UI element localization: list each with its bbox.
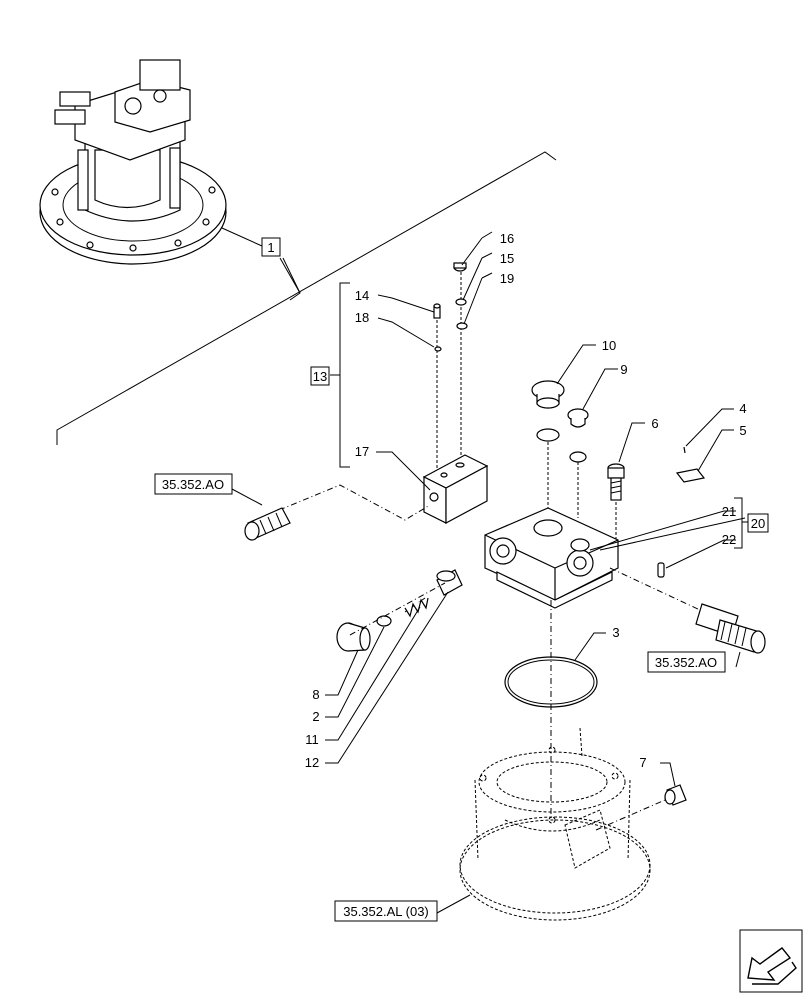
callout-10: 10 xyxy=(602,338,616,353)
swing-motor-assembly-overview xyxy=(39,59,227,265)
hose-fitting-right xyxy=(695,603,766,654)
part-6-bolt xyxy=(607,463,625,501)
part-21-valve-housing xyxy=(484,507,619,609)
callout-6: 6 xyxy=(651,416,658,431)
callout-2: 2 xyxy=(312,709,319,724)
part-18-ring xyxy=(434,346,442,352)
reference-label-ao-right: 35.352.AO xyxy=(655,655,717,670)
callout-11: 11 xyxy=(305,732,319,747)
part-14-screw xyxy=(433,303,441,319)
next-page-arrow-icon[interactable] xyxy=(739,929,803,993)
reference-link-ao-left[interactable]: 35.352.AO xyxy=(154,473,233,495)
reference-link-ao-right[interactable]: 35.352.AO xyxy=(647,651,726,673)
part-5-label-plate xyxy=(675,446,706,483)
callout-21: 21 xyxy=(722,504,736,519)
callout-14: 14 xyxy=(355,288,369,303)
callout-9: 9 xyxy=(620,362,627,377)
part-17-valve-block xyxy=(422,454,489,525)
part-9-plug xyxy=(567,408,589,428)
part-16-plug xyxy=(453,262,467,272)
oring-under-9 xyxy=(569,451,587,463)
callout-22: 22 xyxy=(722,532,736,547)
callout-4: 4 xyxy=(739,401,746,416)
callout-20: 20 xyxy=(751,516,765,531)
part-15-seal-ring xyxy=(455,298,467,306)
part-22-pin xyxy=(657,562,665,578)
callout-19: 19 xyxy=(500,271,514,286)
callout-18: 18 xyxy=(355,310,369,325)
part-11-spring xyxy=(404,597,429,618)
part-12-sleeve xyxy=(436,569,463,596)
part-19-seal-ring xyxy=(456,322,468,330)
reference-label-al: 35.352.AL (03) xyxy=(343,904,429,919)
callout-12: 12 xyxy=(305,755,319,770)
part-2-oring xyxy=(376,615,392,627)
oring-under-10 xyxy=(536,428,560,442)
callout-3: 3 xyxy=(612,625,619,640)
motor-casing-reference xyxy=(459,727,651,921)
callout-5: 5 xyxy=(739,423,746,438)
reference-label-ao-left: 35.352.AO xyxy=(162,477,224,492)
hose-fitting-left xyxy=(244,507,291,541)
callout-8: 8 xyxy=(312,687,319,702)
reference-link-al[interactable]: 35.352.AL (03) xyxy=(334,900,438,922)
part-7-plug xyxy=(664,784,687,806)
callout-7: 7 xyxy=(639,755,646,770)
callout-1: 1 xyxy=(267,240,274,255)
callout-16: 16 xyxy=(500,231,514,246)
part-10-plug xyxy=(531,380,565,409)
callout-13: 13 xyxy=(313,369,327,384)
callout-15: 15 xyxy=(500,251,514,266)
part-8-plug xyxy=(336,622,371,652)
callout-17: 17 xyxy=(355,444,369,459)
